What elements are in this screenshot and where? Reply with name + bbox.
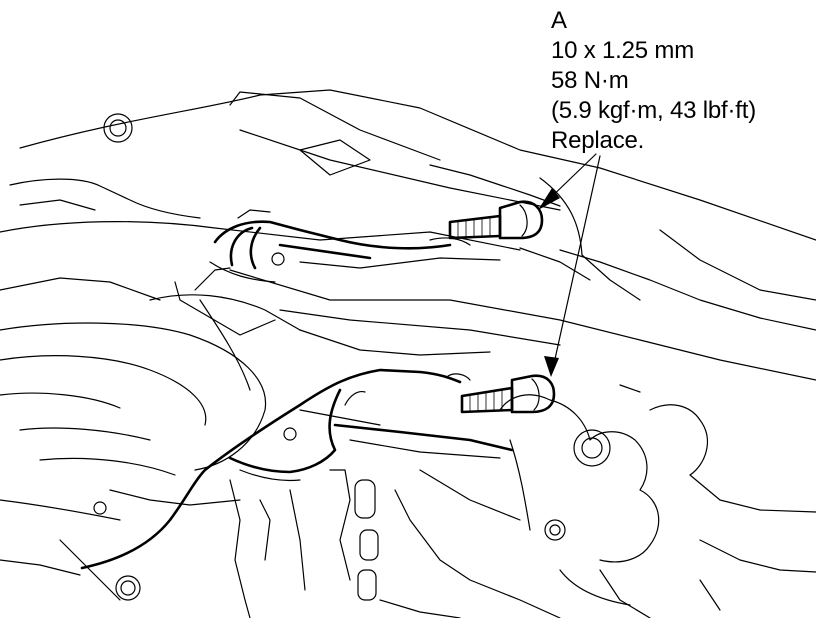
- upper-mount-bracket: [194, 209, 501, 291]
- transmission-housing: [0, 322, 267, 601]
- lower-mount-bracket: [80, 368, 514, 570]
- frame-rail: [174, 269, 816, 391]
- bolt-spec-callout: A 10 x 1.25 mm 58 N·m (5.9 kgf·m, 43 lbf…: [551, 6, 813, 156]
- torque-alt-units: (5.9 kgf·m, 43 lbf·ft): [551, 97, 756, 124]
- torque-value: 58 N·m: [551, 67, 629, 94]
- lower-bolt: [460, 374, 556, 414]
- right-bracket-cluster: [499, 384, 816, 618]
- lower-subframe: [229, 469, 561, 618]
- callout-letter: A: [551, 7, 567, 34]
- callout-leader-arrows: [538, 153, 601, 377]
- upper-bolt: [448, 200, 544, 240]
- engine-background-lines: [0, 89, 816, 356]
- bolt-size: 10 x 1.25 mm: [551, 37, 694, 64]
- replace-note: Replace.: [551, 127, 645, 154]
